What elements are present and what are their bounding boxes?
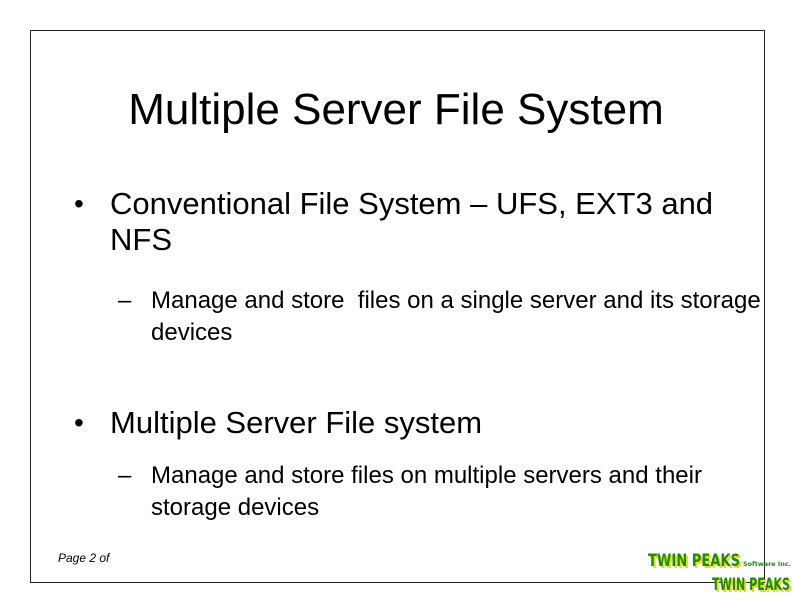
twin-peaks-logo: TWIN PEAKS TWIN PEAKS Software Inc. TWIN…	[648, 550, 792, 594]
page-number: Page 2 of	[58, 551, 110, 565]
bullet-marker: •	[74, 188, 84, 219]
svg-text:TWIN PEAKS: TWIN PEAKS	[648, 551, 740, 571]
svg-text:Software Inc.: Software Inc.	[743, 561, 791, 568]
bullet-text: Conventional File System – UFS, EXT3 and…	[110, 186, 722, 257]
sub-bullet-marker: –	[118, 287, 132, 314]
sub-bullet-text: Manage and store files on a single serve…	[151, 287, 768, 346]
bullet-multiple-server-fs: • Multiple Server File system	[74, 405, 764, 441]
slide-frame	[30, 30, 765, 583]
svg-text:TWIN PEAKS: TWIN PEAKS	[712, 575, 790, 594]
sub-bullet-text: Manage and store files on multiple serve…	[151, 462, 709, 521]
bullet-marker: •	[74, 407, 84, 438]
sub-bullet-multiple-servers: – Manage and store files on multiple ser…	[118, 460, 768, 524]
bullet-text: Multiple Server File system	[110, 405, 483, 440]
slide-title: Multiple Server File System	[128, 85, 664, 134]
bullet-conventional-fs: • Conventional File System – UFS, EXT3 a…	[74, 186, 764, 258]
sub-bullet-marker: –	[118, 462, 132, 489]
svg-text:TWIN PEAKS: TWIN PEAKS	[650, 553, 742, 573]
sub-bullet-single-server: – Manage and store files on a single ser…	[118, 285, 768, 349]
svg-text:TWIN PEAKS: TWIN PEAKS	[714, 577, 792, 594]
